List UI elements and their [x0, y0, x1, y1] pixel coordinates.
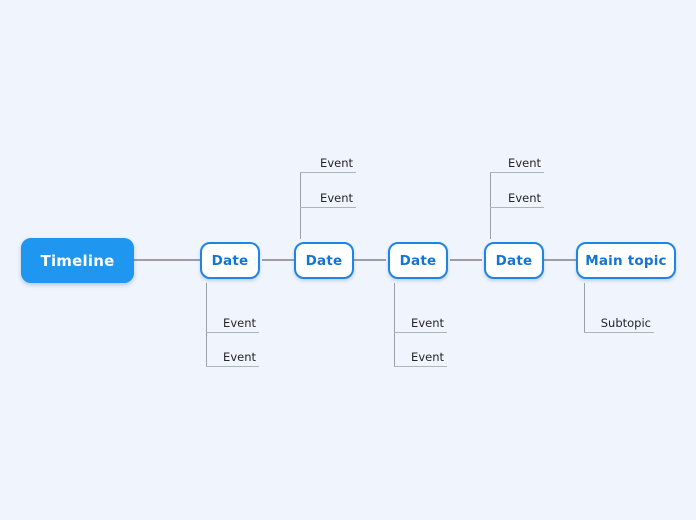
node-main-topic[interactable]: Main topic	[576, 242, 676, 279]
leaf-label: Event	[411, 316, 444, 330]
node-date-3[interactable]: Date	[388, 242, 448, 279]
node-date-2[interactable]: Date	[294, 242, 354, 279]
branch-stem-date4-above	[490, 172, 491, 239]
leaf-label: Event	[320, 191, 353, 205]
node-label: Date	[305, 252, 343, 269]
branch-stem-date3-below	[394, 283, 395, 366]
branch-stem-date2-above	[300, 172, 301, 239]
node-timeline-root[interactable]: Timeline	[21, 238, 134, 283]
leaf-date3-event-1[interactable]: Event	[394, 310, 447, 333]
connector-root-to-date1	[134, 259, 202, 261]
branch-stem-main-topic-below	[584, 283, 585, 332]
node-label: Date	[399, 252, 437, 269]
node-date-1[interactable]: Date	[200, 242, 260, 279]
leaf-label: Event	[411, 350, 444, 364]
node-label: Timeline	[40, 251, 115, 270]
leaf-date3-event-2[interactable]: Event	[394, 344, 447, 367]
leaf-label: Event	[223, 316, 256, 330]
leaf-date4-event-1[interactable]: Event	[490, 153, 544, 173]
leaf-label: Event	[508, 156, 541, 170]
node-label: Main topic	[585, 252, 667, 269]
leaf-main-topic-subtopic-1[interactable]: Subtopic	[584, 310, 654, 333]
leaf-label: Event	[508, 191, 541, 205]
branch-stem-date1-below	[206, 283, 207, 366]
leaf-date4-event-2[interactable]: Event	[490, 188, 544, 208]
leaf-date1-event-1[interactable]: Event	[206, 310, 259, 333]
leaf-date1-event-2[interactable]: Event	[206, 344, 259, 367]
leaf-date2-event-1[interactable]: Event	[300, 153, 356, 173]
connector-date3-to-date4	[450, 259, 482, 261]
leaf-label: Event	[223, 350, 256, 364]
leaf-date2-event-2[interactable]: Event	[300, 188, 356, 208]
leaf-label: Subtopic	[600, 316, 651, 330]
leaf-label: Event	[320, 156, 353, 170]
connector-date2-to-date3	[352, 259, 386, 261]
connector-date4-to-main-topic	[544, 259, 576, 261]
node-label: Date	[211, 252, 249, 269]
node-label: Date	[495, 252, 533, 269]
connector-date1-to-date2	[262, 259, 296, 261]
node-date-4[interactable]: Date	[484, 242, 544, 279]
